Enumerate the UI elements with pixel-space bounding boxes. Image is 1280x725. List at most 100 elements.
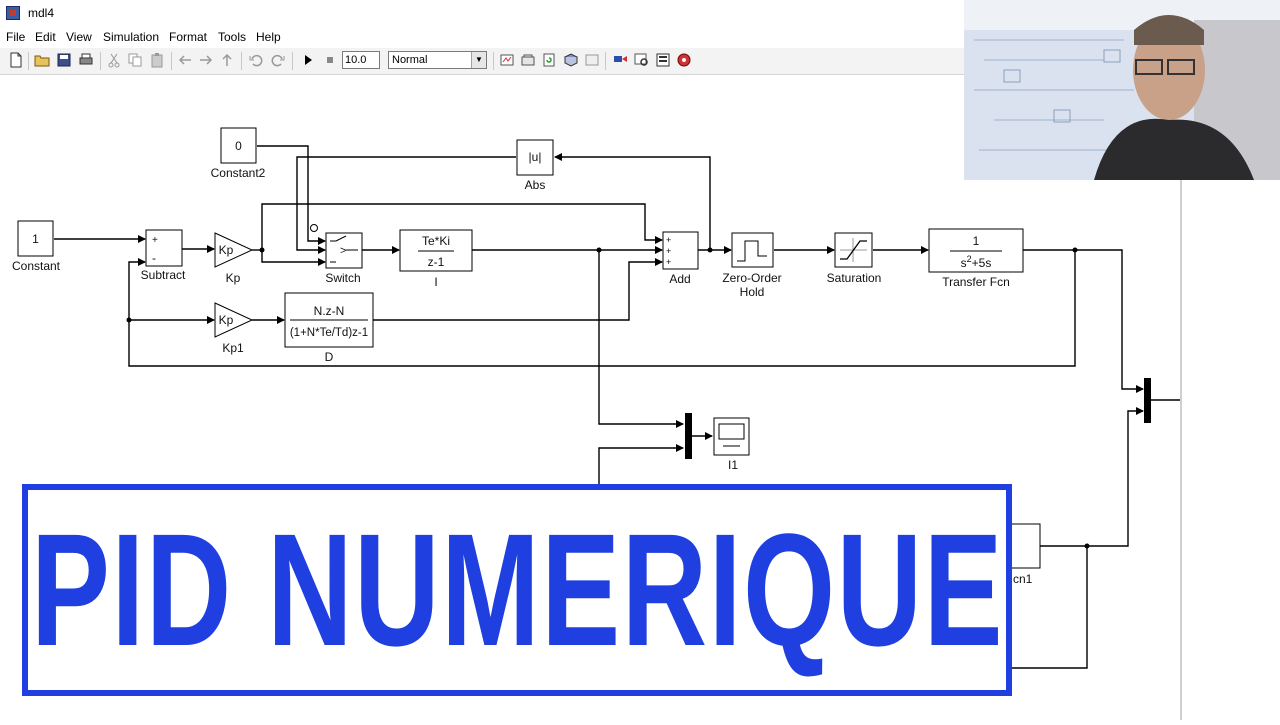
zoom-icon[interactable] (634, 52, 650, 68)
add-sign-2: + (666, 246, 671, 256)
library-browser-icon[interactable] (563, 52, 579, 68)
toolbar-separator (292, 52, 293, 70)
output-mux-block[interactable] (1144, 378, 1151, 423)
add-label: Add (669, 272, 690, 286)
stop-time-input[interactable] (342, 51, 380, 69)
menu-help[interactable]: Help (256, 30, 281, 44)
open-folder-icon[interactable] (34, 52, 50, 68)
toolbar-separator (100, 52, 101, 70)
kp-gain-value: Kp (219, 243, 234, 257)
forward-arrow-icon[interactable] (198, 52, 214, 68)
model-canvas[interactable]: 1 Constant 0 Constant2 + - Subtract Kp K… (0, 75, 1180, 720)
constant2-label: Constant2 (211, 166, 266, 180)
switch-label: Switch (325, 271, 360, 285)
stop-simulation-icon[interactable] (322, 52, 338, 68)
print-icon[interactable] (78, 52, 94, 68)
scope-i1-label: I1 (728, 458, 738, 472)
toolbar-separator (171, 52, 172, 70)
signal-lines (54, 145, 1180, 669)
toolbar: Normal ▼ (0, 48, 966, 75)
canvas-right-edge (1180, 75, 1182, 720)
toolbar-separator (241, 52, 242, 70)
saturation-block[interactable]: Saturation (827, 232, 882, 285)
constant-label: Constant (12, 259, 61, 273)
menu-bar: File Edit View Simulation Format Tools H… (0, 27, 966, 47)
menu-simulation[interactable]: Simulation (103, 30, 160, 44)
menu-file[interactable]: File (6, 30, 26, 44)
constant2-block[interactable]: 0 Constant2 (211, 127, 266, 180)
banner-title: PID NUMERIQUE (30, 500, 1004, 679)
cut-icon[interactable] (106, 52, 122, 68)
zoh-label-line2: Hold (740, 285, 765, 299)
add-block[interactable]: + + + Add (662, 231, 699, 286)
kp-label: Kp (226, 271, 241, 285)
toolbar-separator (28, 52, 29, 70)
kp1-label: Kp1 (222, 341, 244, 355)
abs-block[interactable]: |u| Abs (516, 139, 554, 192)
constant-block[interactable]: 1 Constant (12, 220, 61, 273)
switch-block[interactable]: > Switch (325, 232, 363, 285)
settings-wheel-icon[interactable] (676, 52, 692, 68)
title-bar: mdl4 (0, 0, 966, 27)
copy-icon[interactable] (127, 52, 143, 68)
simulink-app-icon (6, 6, 20, 20)
model-explorer-icon[interactable] (584, 52, 600, 68)
integrator-denominator: z-1 (428, 255, 445, 269)
derivative-block[interactable]: N.z-N (1+N*Te/Td)z-1 D (284, 292, 374, 364)
presenter-webcam-overlay (964, 0, 1280, 180)
redo-icon[interactable] (270, 52, 286, 68)
subtract-label: Subtract (141, 268, 186, 282)
title-banner: PID NUMERIQUE (22, 484, 1012, 696)
derivative-label: D (325, 350, 334, 364)
transfer-fcn-denominator: s2+5s (961, 254, 992, 270)
refresh-icon[interactable] (541, 52, 557, 68)
scope-i1-block[interactable]: I1 (713, 417, 750, 472)
menu-tools[interactable]: Tools (218, 30, 247, 44)
new-model-icon[interactable] (8, 52, 24, 68)
transfer-fcn-block[interactable]: 1 s2+5s Transfer Fcn (928, 228, 1024, 289)
integrator-label: I (434, 275, 437, 289)
window-title: mdl4 (28, 6, 55, 20)
subtract-minus-sign: - (152, 251, 156, 265)
mux-block[interactable] (685, 413, 692, 459)
back-arrow-icon[interactable] (177, 52, 193, 68)
integrator-numerator: Te*Ki (422, 234, 450, 248)
abs-label: Abs (525, 178, 546, 192)
paste-icon[interactable] (149, 52, 165, 68)
constant2-value: 0 (235, 139, 242, 153)
subtract-block[interactable]: + - Subtract (141, 229, 186, 282)
saturation-label: Saturation (827, 271, 882, 285)
toolbar-separator (493, 52, 494, 70)
debug-icon[interactable] (613, 52, 629, 68)
menu-edit[interactable]: Edit (35, 30, 56, 44)
kp1-gain-value: Kp (219, 313, 234, 327)
build-icon[interactable] (499, 52, 515, 68)
update-diagram-icon[interactable] (520, 52, 536, 68)
undo-icon[interactable] (248, 52, 264, 68)
model-advisor-icon[interactable] (655, 52, 671, 68)
save-icon[interactable] (56, 52, 72, 68)
add-sign-3: + (666, 257, 671, 267)
add-sign-1: + (666, 235, 671, 245)
derivative-denominator: (1+N*Te/Td)z-1 (290, 327, 368, 339)
constant-value: 1 (32, 232, 39, 246)
block-diagram: 1 Constant 0 Constant2 + - Subtract Kp K… (12, 127, 1180, 669)
simulation-mode-select[interactable]: Normal ▼ (388, 51, 487, 69)
chevron-down-icon: ▼ (471, 52, 486, 68)
subtract-plus-sign: + (152, 235, 158, 246)
integrator-block[interactable]: Te*Ki z-1 I (399, 229, 473, 289)
menu-format[interactable]: Format (169, 30, 208, 44)
kp-gain-block[interactable]: Kp Kp (214, 232, 254, 285)
menu-view[interactable]: View (66, 30, 92, 44)
kp1-gain-block[interactable]: Kp Kp1 (214, 302, 254, 355)
junction-dots (126, 224, 1090, 549)
transfer-fcn1-label: cn1 (1013, 572, 1033, 586)
transfer-fcn-label: Transfer Fcn (942, 275, 1010, 289)
toolbar-separator (605, 52, 606, 70)
abs-symbol: |u| (529, 150, 542, 164)
derivative-numerator: N.z-N (314, 304, 345, 318)
up-arrow-icon[interactable] (219, 52, 235, 68)
zero-order-hold-block[interactable]: Zero-Order Hold (722, 232, 782, 299)
transfer-fcn-numerator: 1 (973, 234, 980, 248)
start-simulation-icon[interactable] (300, 52, 316, 68)
